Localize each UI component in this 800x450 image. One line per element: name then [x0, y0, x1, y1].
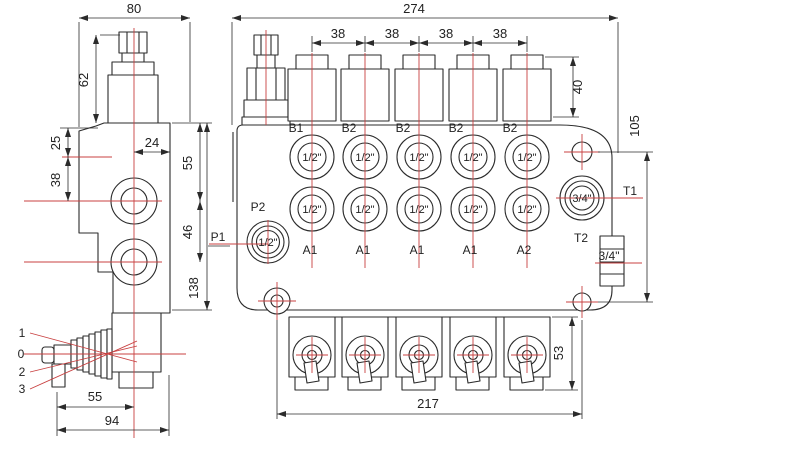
size-b2-4: 1/2": [517, 152, 536, 164]
dim-217: 217: [417, 396, 439, 411]
label-a1-2: A1: [356, 243, 371, 257]
dim-55-right: 55: [180, 156, 195, 170]
size-a1-4: 1/2": [463, 204, 482, 216]
size-a1-2: 1/2": [355, 204, 374, 216]
size-a1-3: 1/2": [409, 204, 428, 216]
size-b2-3: 1/2": [463, 152, 482, 164]
relief-valve-side: [107, 31, 159, 124]
side-plug: [599, 235, 625, 287]
size-b1: 1/2": [302, 152, 321, 164]
dim-40: 40: [570, 80, 585, 94]
port-labels: B1 B2 B2 B2 B2 A1 A1 A1 A1 A2 P2 P1 T1 T…: [211, 121, 638, 263]
size-t1: 3/4": [572, 193, 591, 205]
side-foot: [118, 371, 154, 389]
lever-clevis: [51, 363, 66, 388]
label-b2-3: B2: [449, 121, 464, 135]
dim-62: 62: [76, 73, 91, 87]
dim-94: 94: [105, 413, 119, 428]
label-b2-2: B2: [396, 121, 411, 135]
dim-38-pitch-2: 38: [385, 26, 399, 41]
lever-shaft: [53, 344, 72, 365]
lever-position-labels: 1 0 2 3: [18, 326, 26, 396]
dim-274: 274: [403, 1, 425, 16]
label-a1-4: A1: [463, 243, 478, 257]
dim-46: 46: [180, 225, 195, 239]
dim-53: 53: [551, 346, 566, 360]
size-a1-1: 1/2": [302, 204, 321, 216]
dim-25: 25: [48, 136, 63, 150]
label-t2: T2: [574, 231, 588, 245]
label-a1-3: A1: [410, 243, 425, 257]
side-view: [41, 31, 171, 389]
dim-105: 105: [627, 115, 642, 137]
label-p2: P2: [251, 200, 266, 214]
dimension-lines: [56, 15, 653, 436]
size-p2: 1/2": [258, 237, 277, 249]
spool-caps: [287, 54, 552, 122]
dim-38-pitch-1: 38: [331, 26, 345, 41]
label-a2: A2: [517, 243, 532, 257]
size-b2-1: 1/2": [355, 152, 374, 164]
lever-pos-2: 2: [19, 365, 26, 379]
dim-55-bottom: 55: [88, 389, 102, 404]
dim-80: 80: [127, 1, 141, 16]
side-lever-housing: [111, 312, 162, 373]
lever-pos-0: 0: [18, 347, 25, 361]
lever-pos-3: 3: [19, 382, 26, 396]
label-side-plug-size: 3/4": [599, 249, 620, 263]
dim-38-pitch-4: 38: [493, 26, 507, 41]
label-p1: P1: [211, 230, 226, 244]
lever-pos-1: 1: [19, 326, 26, 340]
size-b2-2: 1/2": [409, 152, 428, 164]
dimension-labels: 80 62 25 38 24 55 46 138 55 94 274 38 38…: [48, 1, 642, 428]
dim-138: 138: [186, 277, 201, 299]
lever-position-fan: [29, 332, 138, 390]
centerlines: [24, 28, 643, 438]
dim-24: 24: [145, 135, 159, 150]
dim-38-pitch-3: 38: [439, 26, 453, 41]
label-a1-1: A1: [303, 243, 318, 257]
label-t1: T1: [623, 184, 637, 198]
size-a2: 1/2": [517, 204, 536, 216]
dim-38-side: 38: [48, 173, 63, 187]
lever-knob: [41, 346, 55, 364]
control-lever: [41, 328, 113, 388]
label-b1: B1: [289, 121, 304, 135]
lever-brackets: [288, 316, 551, 391]
front-view: [232, 34, 625, 391]
label-b2-1: B2: [342, 121, 357, 135]
label-b2-4: B2: [503, 121, 518, 135]
